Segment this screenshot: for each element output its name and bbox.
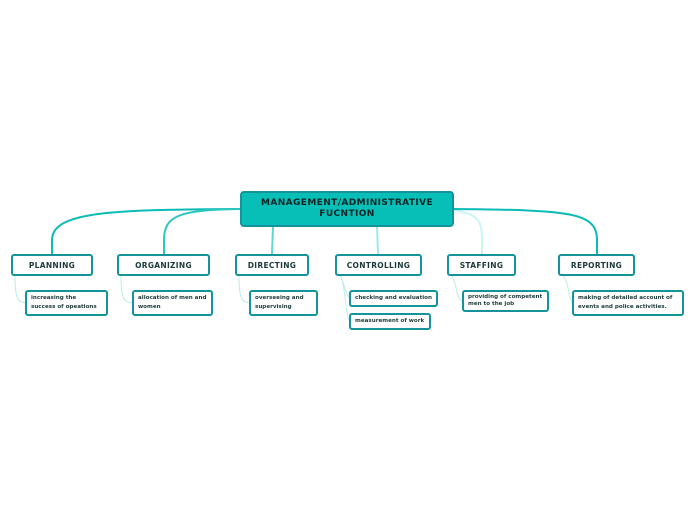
topic-label: making of detailed account of events and… bbox=[578, 295, 673, 310]
topic-staffing-1[interactable]: providing of competent men to the job bbox=[462, 290, 549, 312]
topic-label: allocation of men and women bbox=[138, 295, 207, 310]
topic-reporting-1[interactable]: making of detailed account of events and… bbox=[572, 290, 684, 316]
sublink bbox=[339, 274, 351, 322]
sublink bbox=[120, 274, 134, 304]
topic-label: checking and evaluation bbox=[355, 295, 432, 301]
link-planning bbox=[51, 208, 241, 254]
link-organizing bbox=[163, 208, 241, 254]
link-directing bbox=[271, 225, 274, 255]
sublink bbox=[238, 274, 251, 304]
topic-label: increasing the success of opeations bbox=[31, 295, 97, 310]
branch-label: CONTROLLING bbox=[346, 260, 411, 270]
branch-controlling[interactable]: CONTROLLING bbox=[335, 254, 422, 276]
topic-label: measurement of work bbox=[355, 318, 425, 324]
branch-directing[interactable]: DIRECTING bbox=[235, 254, 309, 276]
branch-label: DIRECTING bbox=[247, 260, 297, 270]
root-node[interactable]: MANAGEMENT/ADMINISTRATIVE FUCNTION bbox=[240, 191, 454, 227]
link-staffing bbox=[452, 209, 483, 254]
sublink bbox=[562, 274, 574, 304]
root-title: MANAGEMENT/ADMINISTRATIVE FUCNTION bbox=[260, 198, 434, 219]
topic-organizing-1[interactable]: allocation of men and women bbox=[132, 290, 213, 316]
sublink bbox=[14, 274, 27, 304]
link-controlling bbox=[376, 225, 379, 255]
topic-directing-1[interactable]: overseeing and supervising bbox=[249, 290, 318, 316]
topic-planning-1[interactable]: increasing the success of opeations bbox=[25, 290, 108, 316]
branch-label: PLANNING bbox=[28, 260, 76, 270]
branch-planning[interactable]: PLANNING bbox=[11, 254, 93, 276]
topic-label: overseeing and supervising bbox=[255, 295, 304, 310]
topic-label: providing of competent men to the job bbox=[468, 294, 543, 307]
topic-controlling-2[interactable]: measurement of work bbox=[349, 313, 431, 330]
branch-label: REPORTING bbox=[570, 260, 623, 270]
topic-controlling-1[interactable]: checking and evaluation bbox=[349, 290, 438, 307]
branch-reporting[interactable]: REPORTING bbox=[558, 254, 635, 276]
link-reporting bbox=[452, 208, 598, 254]
branch-organizing[interactable]: ORGANIZING bbox=[117, 254, 210, 276]
sublink bbox=[450, 274, 464, 302]
branch-label: ORGANIZING bbox=[135, 260, 192, 270]
branch-label: STAFFING bbox=[459, 260, 504, 270]
branch-staffing[interactable]: STAFFING bbox=[447, 254, 516, 276]
